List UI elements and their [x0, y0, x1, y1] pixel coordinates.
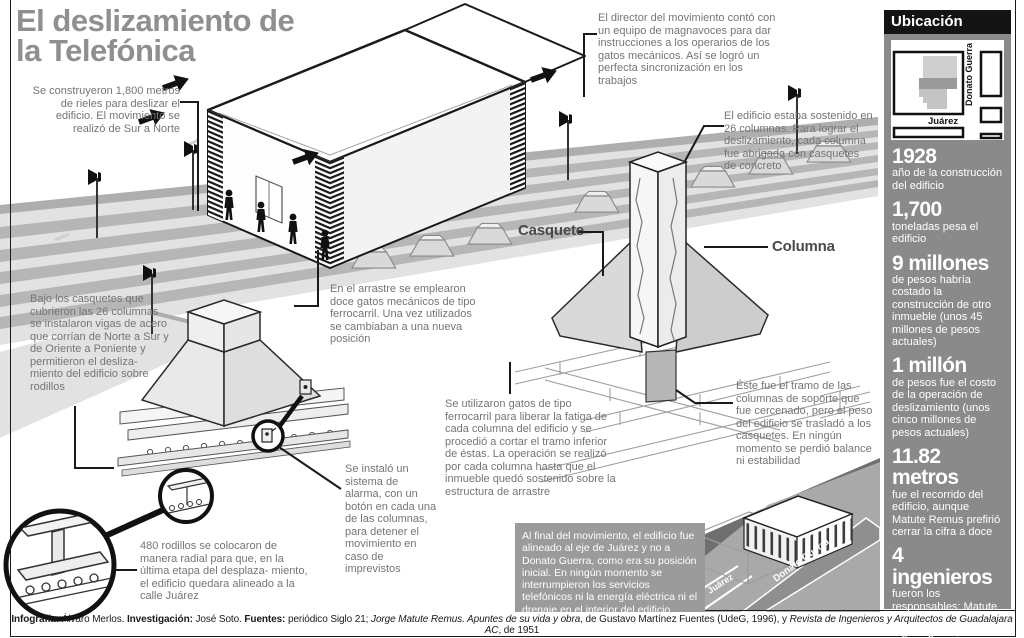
- fact-desc: fue el recorrido del edificio, aunque Ma…: [892, 488, 1001, 539]
- credit-source-title: Revista de Ingenieros y Arquitectos de G…: [484, 614, 1013, 636]
- map-street-donato-guerra: Donato Guerra: [964, 42, 974, 106]
- fact-value: 11.82 metros: [892, 444, 959, 490]
- fact-list: 1928 año de la construcción del edificio…: [884, 144, 1011, 638]
- callout-director: El director del movimiento contó con un …: [598, 12, 776, 87]
- callout-gatos-arrastre: En el arrastre se emplearon doce gatos m…: [330, 283, 476, 346]
- credit-label: Investigación:: [126, 614, 196, 625]
- fact-1700: 1,700 toneladas pesa el edificio: [892, 199, 1003, 245]
- fact-value: 1,700: [892, 198, 942, 222]
- credit-text: , de Gustavo Martínez Fuentes (UdeG, 199…: [580, 614, 790, 625]
- sidebar-ubicacion: Ubicación Juárez Donato Guerra: [884, 10, 1011, 638]
- credit-source-title: Jorge Matute Remus. Apuntes de su vida y…: [371, 614, 581, 625]
- fact-1-millon: 1 millón de pesos fue el costo de la ope…: [892, 355, 1003, 439]
- fact-4-ingenieros: 4 ingenieros fueron los responsables: Ma…: [892, 545, 1003, 638]
- building-final-position: [741, 495, 855, 569]
- map-building-mid: [919, 78, 957, 89]
- callout-tramo-cercenado: Éste fue el tramo de las columnas de sop…: [736, 380, 873, 468]
- fact-desc: de pesos habría costado la construcción …: [892, 273, 992, 349]
- leader-lines: [74, 33, 768, 571]
- fact-value: 4 ingenieros: [892, 544, 993, 589]
- credit-text: periódico Siglo 21;: [287, 614, 372, 625]
- credit-label: Fuentes:: [244, 614, 288, 625]
- fact-value: 1 millón: [892, 354, 967, 378]
- credit-text: Álvaro Merlos.: [61, 614, 127, 625]
- map-building-top: [923, 56, 957, 78]
- fact-desc: de pesos fue el costo de la operación de…: [892, 376, 996, 439]
- label-columna: Columna: [772, 238, 835, 255]
- magnifier-roller-closeup: [3, 394, 304, 622]
- casquete-rollers-detail: [117, 299, 351, 477]
- callout-gatos-fatiga: Se utilizaron gatos de tipo ferrocarril …: [445, 398, 616, 498]
- callout-480-rodillos: 480 rodillos se colocaron de manera radi…: [140, 540, 308, 603]
- credit-text: José Soto.: [195, 614, 245, 625]
- map-building-bottom: [919, 89, 947, 109]
- fact-desc: fueron los responsables: Matute Remus, F…: [892, 588, 998, 638]
- telefonica-building: [206, 3, 586, 269]
- callout-final-box: Al final del movimiento, el edificio fue…: [515, 523, 705, 616]
- frame-bottom: [10, 636, 1016, 637]
- sidebar-title: Ubicación: [884, 10, 1011, 34]
- fact-desc: toneladas pesa el edificio: [892, 220, 979, 246]
- page-title: El deslizamiento de la Telefónica: [16, 3, 295, 69]
- callout-alarma: Se instaló un sistema de alarma, con un …: [345, 463, 437, 576]
- credit-label: Infografía:: [11, 614, 62, 625]
- fact-1928: 1928 año de la construcción del edificio: [892, 146, 1003, 192]
- callout-26-columnas: El edificio estaba sostenido en 26 colum…: [724, 110, 873, 173]
- fact-9-millones: 9 millones de pesos habría costado la co…: [892, 251, 1003, 349]
- credits-divider: [515, 610, 1015, 611]
- fact-value: 9 millones: [892, 251, 989, 275]
- callout-vigas: Bajo los casquetes que cubrieron las 26 …: [30, 293, 169, 393]
- fact-value: 1928: [892, 145, 937, 168]
- location-map: Juárez Donato Guerra: [891, 40, 1004, 140]
- callout-rieles: Se construyeron 1,800 metros de rieles p…: [32, 85, 180, 135]
- frame-left: [10, 0, 11, 636]
- frame-right: [1015, 0, 1016, 636]
- fact-1182-metros: 11.82 metros fue el recorrido del edific…: [892, 446, 1003, 539]
- map-street-juarez: Juárez: [928, 116, 958, 127]
- credits-line: Infografía: Álvaro Merlos. Investigación…: [10, 614, 1014, 636]
- final-position-map: Juárez Donato Guerra: [664, 458, 881, 613]
- fact-desc: año de la construcción del edificio: [892, 167, 1003, 192]
- column-detail: [514, 151, 871, 483]
- label-casquete: Casquete: [518, 222, 584, 239]
- credit-text: , de 1951: [498, 625, 540, 636]
